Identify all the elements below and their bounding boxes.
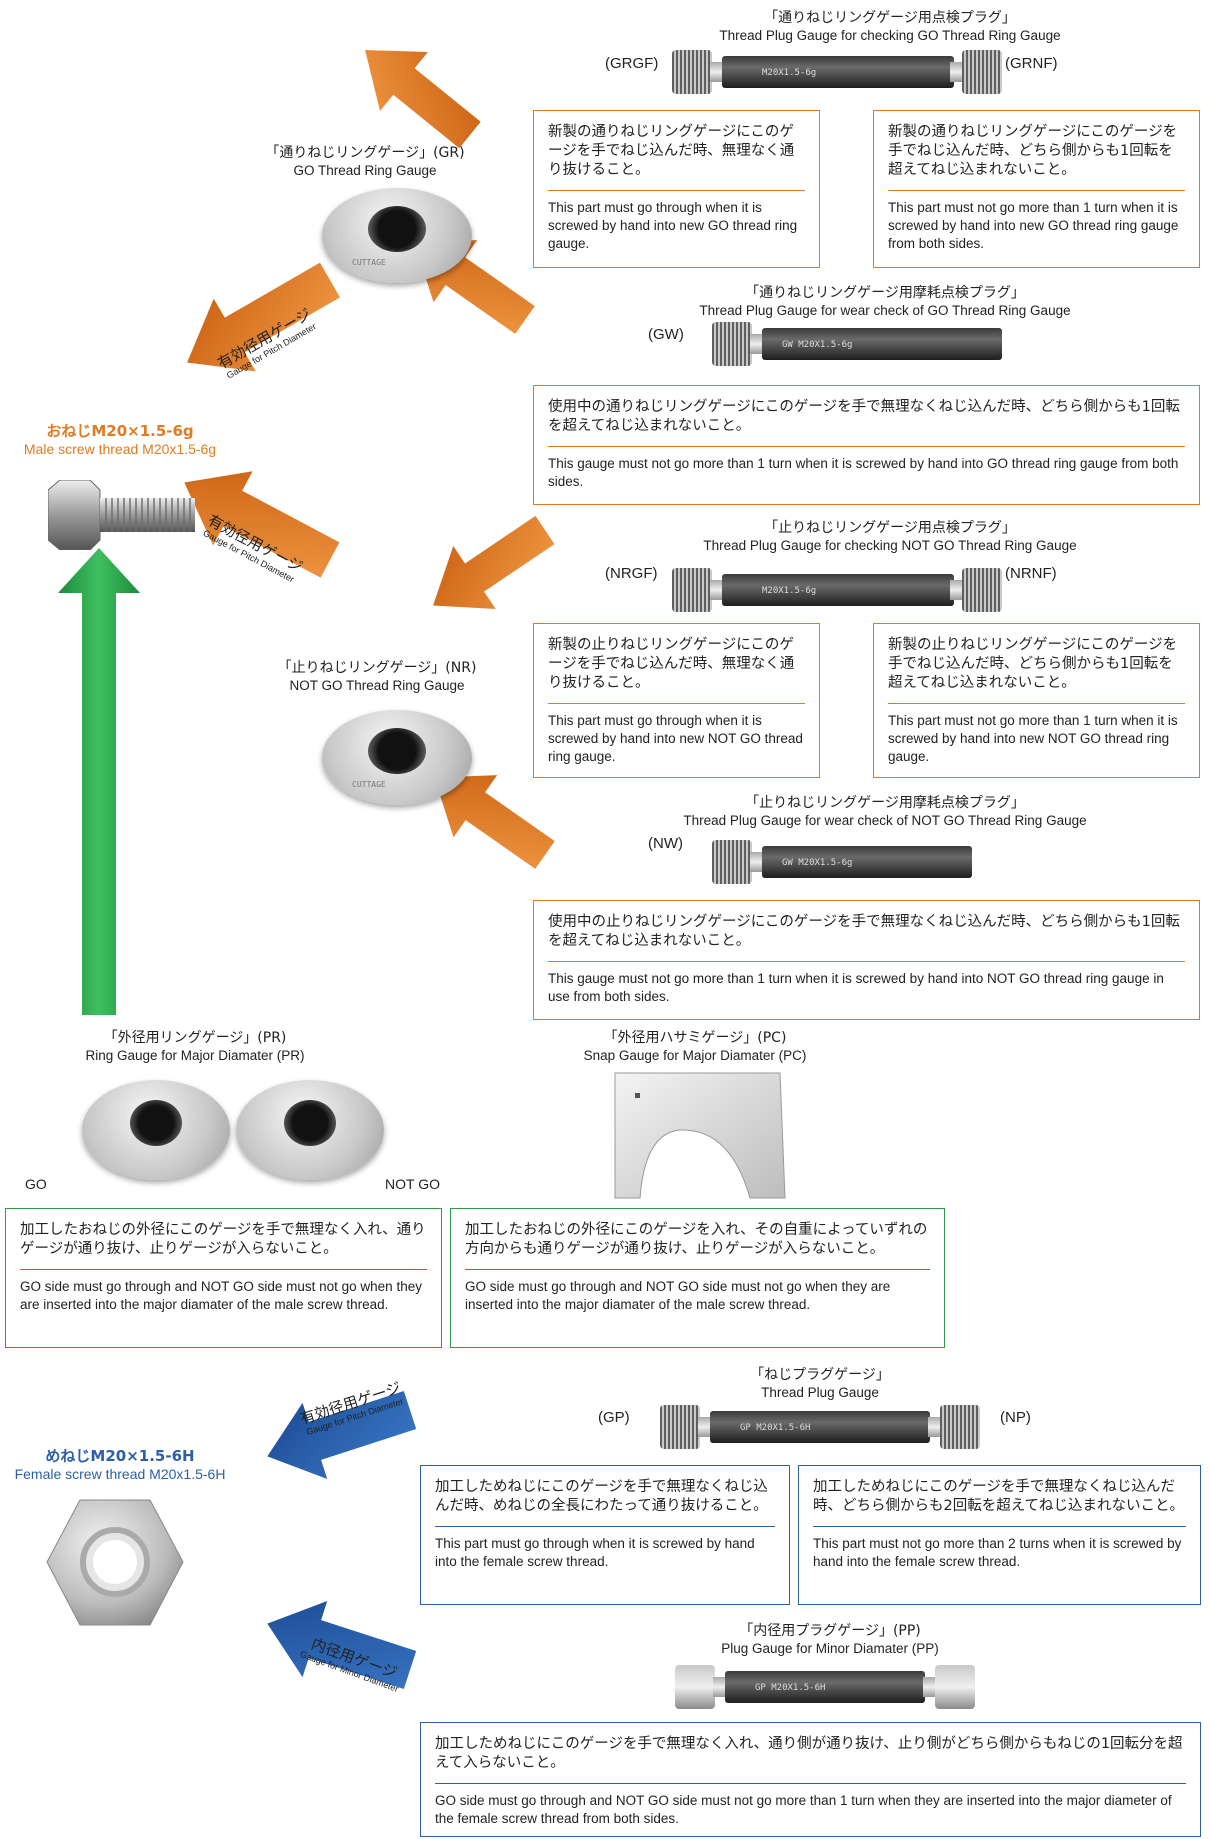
gw-left-label: (GW): [648, 326, 684, 343]
arrow-nr-to-male: [184, 471, 340, 578]
female-nut-image: [46, 1499, 184, 1626]
nrgf-left-label: (NRGF): [605, 565, 658, 582]
gw-title: 「通りねじリングゲージ用摩耗点検プラグ」Thread Plug Gauge fo…: [699, 285, 1071, 318]
arrow-tp-to-female: [267, 1390, 417, 1479]
pp-box: 加工しためねじにこのゲージを手で無理なく入れ、通り側が通り抜け、止り側がどちら側…: [420, 1722, 1201, 1837]
nrgf-plug-image: M20X1.5-6g: [672, 568, 1002, 612]
tp-left-box: 加工しためねじにこのゲージを手で無理なくねじ込んだ時、めねじの全長にわたって通り…: [420, 1465, 790, 1605]
tp-title: 「ねじプラグゲージ」Thread Plug Gauge: [750, 1367, 890, 1400]
gw-box: 使用中の通りねじリングゲージにこのゲージを手で無理なくねじ込んだ時、どちら側から…: [533, 385, 1200, 505]
male-screw-image: [48, 480, 195, 550]
arrow-nw-to-nr: [434, 775, 555, 869]
pr-go-ring-image: [82, 1080, 230, 1180]
nr-title: 「止りねじリングゲージ」(NR)NOT GO Thread Ring Gauge: [277, 660, 477, 693]
gw-plug-image: GW M20X1.5-6g: [712, 322, 1002, 366]
arrow-pp-to-female: [267, 1601, 417, 1690]
pr-title: 「外径用リングゲージ」(PR)Ring Gauge for Major Diam…: [85, 1030, 305, 1063]
pr-notgo-label: NOT GO: [385, 1176, 440, 1192]
arrow-pr-to-male: [58, 548, 140, 1015]
grgf-right-box: 新製の通りねじリングゲージにこのゲージを手でねじ込んだ時、どちら側からも1回転を…: [873, 110, 1200, 268]
tp-right-label: (NP): [1000, 1409, 1031, 1426]
nr-ring-image: CUTTAGE: [322, 710, 472, 805]
pr-notgo-ring-image: [236, 1080, 384, 1180]
grgf-title: 「通りねじリングゲージ用点検プラグ」Thread Plug Gauge for …: [719, 10, 1061, 43]
nrgf-left-box: 新製の止りねじリングゲージにこのゲージを手でねじ込んだ時、無理なく通り抜けること…: [533, 623, 820, 778]
tp-plug-image: GP M20X1.5-6H: [660, 1405, 980, 1449]
grgf-right-label: (GRNF): [1005, 55, 1058, 72]
pc-title: 「外径用ハサミゲージ」(PC)Snap Gauge for Major Diam…: [583, 1030, 807, 1063]
pc-snap-gauge-image: [614, 1072, 786, 1199]
pp-plug-image: GP M20X1.5-6H: [675, 1665, 975, 1709]
grgf-left-box: 新製の通りねじリングゲージにこのゲージを手でねじ込んだ時、無理なく通り抜けること…: [533, 110, 820, 268]
arrow-grgf-to-gr: [365, 50, 481, 149]
nrgf-right-label: (NRNF): [1005, 565, 1057, 582]
pr-box: 加工したおねじの外径にこのゲージを手で無理なく入れ、通りゲージが通り抜け、止りゲ…: [5, 1208, 442, 1348]
gr-ring-image: CUTTAGE: [322, 188, 472, 283]
pc-box: 加工したおねじの外径にこのゲージを入れ、その自重によっていずれの方向からも通りゲ…: [450, 1208, 945, 1348]
pr-go-label: GO: [25, 1176, 47, 1192]
nw-title: 「止りねじリングゲージ用摩耗点検プラグ」Thread Plug Gauge fo…: [683, 795, 1087, 828]
nw-plug-image: GW M20X1.5-6g: [712, 840, 972, 884]
gr-title: 「通りねじリングゲージ」(GR)GO Thread Ring Gauge: [265, 145, 465, 178]
arrow-gr-to-male: [187, 262, 340, 372]
nrgf-right-box: 新製の止りねじリングゲージにこのゲージを手でねじ込んだ時、どちら側からも1回転を…: [873, 623, 1200, 778]
grgf-left-label: (GRGF): [605, 55, 659, 72]
grgf-plug-image: M20X1.5-6g: [672, 50, 1002, 94]
tp-left-label: (GP): [598, 1409, 630, 1426]
nw-left-label: (NW): [648, 835, 683, 852]
arrow-nrgf-to-nr: [433, 515, 555, 610]
nw-box: 使用中の止りねじリングゲージにこのゲージを手で無理なくねじ込んだ時、どちら側から…: [533, 900, 1200, 1020]
nrgf-title: 「止りねじリングゲージ用点検プラグ」Thread Plug Gauge for …: [703, 520, 1077, 553]
tp-right-box: 加工しためねじにこのゲージを手で無理なくねじ込んだ時、どちら側からも2回転を超え…: [798, 1465, 1201, 1605]
pp-title: 「内径用プラグゲージ」(PP)Plug Gauge for Minor Diam…: [721, 1623, 939, 1656]
